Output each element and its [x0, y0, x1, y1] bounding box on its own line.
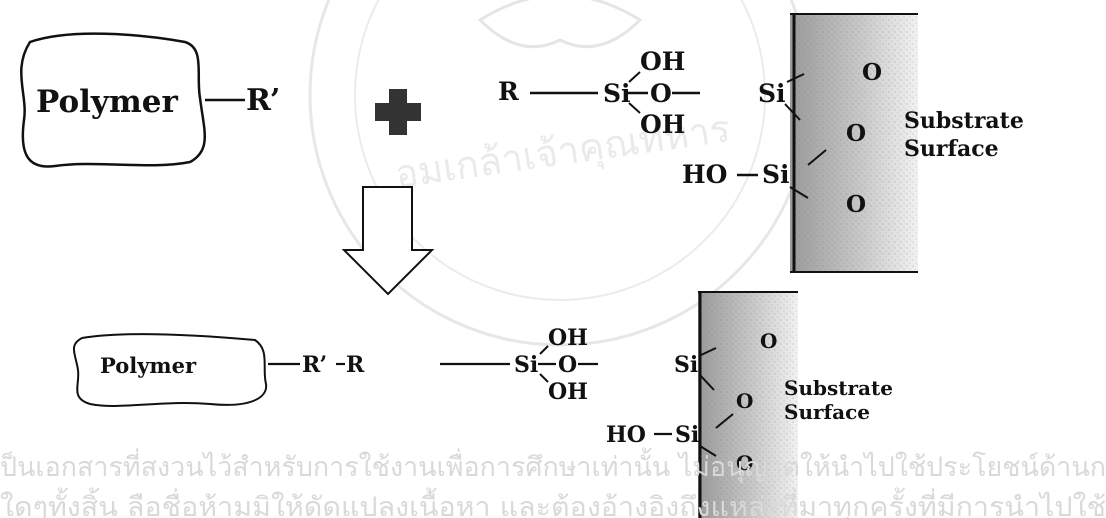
bottom-polymer-blob: [73, 333, 268, 407]
bottom-si-right: Si: [674, 352, 698, 378]
bottom-o-right-bottom: O: [736, 451, 753, 475]
watermark-line-1: ป็นเอกสารที่สงวนไว้สำหรับการใช้งานเพื่อก…: [0, 447, 1106, 484]
bottom-r-prime: R’: [302, 352, 327, 378]
top-o-mid: O: [650, 79, 672, 108]
top-r: R: [498, 77, 519, 106]
bottom-substrate-line1: Substrate: [784, 376, 893, 400]
bottom-r: R: [346, 352, 365, 378]
top-si-lower: Si: [762, 160, 790, 189]
top-r-prime: R’: [246, 83, 280, 118]
top-polymer-blob: [20, 32, 206, 168]
top-reactants: Polymer R’ R Si OH OH O Si O O HO Si: [20, 13, 1024, 273]
top-si-left: Si: [603, 79, 631, 108]
top-oh-bottom: OH: [640, 110, 685, 139]
top-si-right: Si: [758, 79, 786, 108]
bottom-oh-bottom: OH: [548, 379, 588, 405]
top-substrate-line2: Surface: [904, 136, 999, 162]
top-polymer-label: Polymer: [36, 84, 178, 120]
bottom-o-right-mid: O: [736, 389, 753, 413]
bottom-ho: HO: [606, 422, 646, 448]
bottom-product: Polymer R’ R Si OH OH O Si O O HO Si O S…: [73, 291, 893, 518]
top-o-right-bottom: O: [846, 191, 866, 218]
bottom-si-left: Si: [514, 352, 538, 378]
bottom-o-right-top: O: [760, 329, 777, 353]
top-o-right-top: O: [862, 59, 882, 86]
bottom-si-lower: Si: [675, 422, 699, 448]
bottom-o-mid: O: [558, 352, 577, 378]
bottom-oh-top: OH: [548, 325, 588, 351]
top-ho: HO: [682, 160, 727, 189]
top-substrate-line1: Substrate: [904, 108, 1024, 134]
reaction-arrow-icon: [341, 186, 435, 296]
top-o-right-mid: O: [846, 120, 866, 147]
bottom-polymer-label: Polymer: [100, 353, 197, 378]
top-oh-top: OH: [640, 47, 685, 76]
bottom-substrate-line2: Surface: [784, 400, 870, 424]
watermark-line-2: ใดๆทั้งสิ้น ลือชื่อห้ามมิให้ดัดแปลงเนื้อ…: [0, 487, 1106, 518]
plus-sign-icon: [375, 89, 421, 135]
